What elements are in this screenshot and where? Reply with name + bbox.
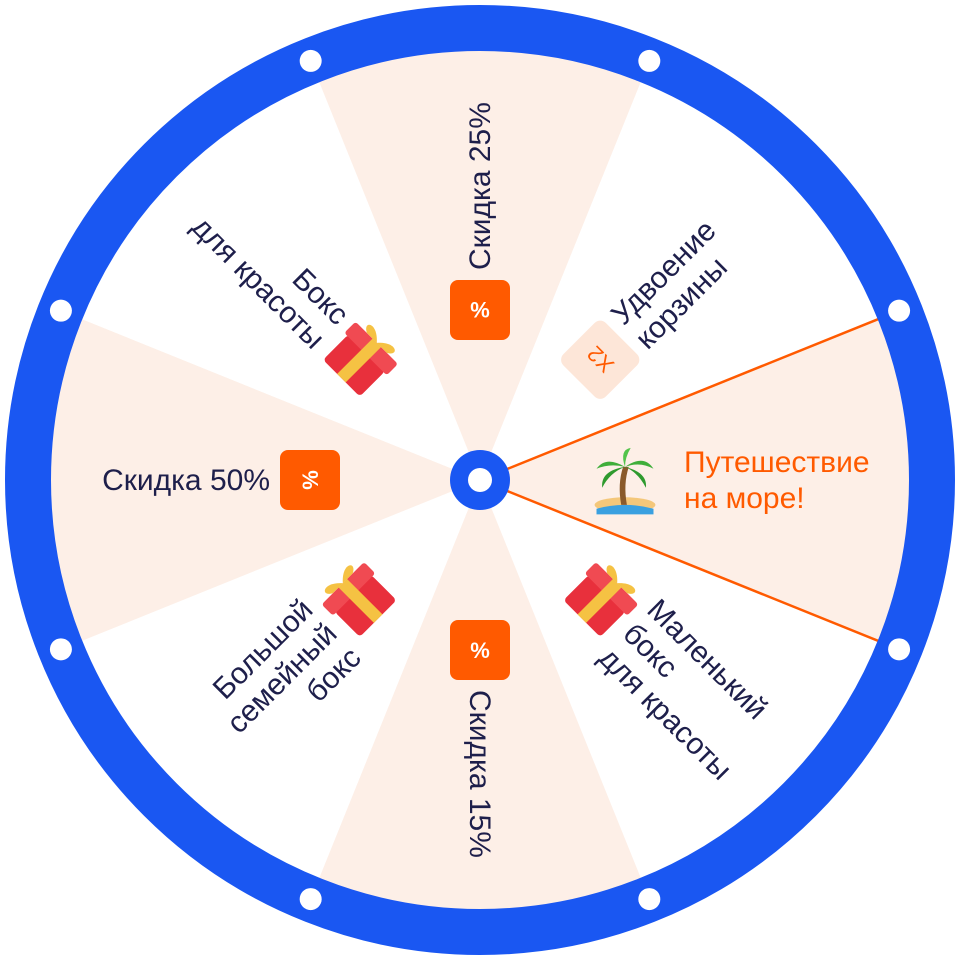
segment-travel xyxy=(480,315,920,645)
rim-peg xyxy=(49,638,72,661)
travel-divider-1 xyxy=(479,313,891,482)
x2-badge-icon: X2 xyxy=(561,320,640,399)
rim-peg xyxy=(638,49,661,72)
svg-text:%: % xyxy=(470,297,490,322)
rim-pegs xyxy=(49,49,911,911)
segment-label-line: на море! xyxy=(684,482,805,515)
rim-peg xyxy=(638,888,661,911)
segment-label-line: Скидка 50% xyxy=(102,464,270,497)
wheel-dividers xyxy=(479,313,891,647)
rim-peg xyxy=(299,49,322,72)
rim-peg xyxy=(888,299,911,322)
percent-badge-icon: % xyxy=(450,620,510,680)
segment-label-line: Скидка 25% xyxy=(464,102,497,270)
rim-peg xyxy=(299,888,322,911)
segment-discount-50 xyxy=(40,315,481,645)
svg-text:%: % xyxy=(470,638,490,663)
segment-label-line: Путешествие xyxy=(684,446,870,479)
rim-peg xyxy=(888,638,911,661)
wheel-rim xyxy=(5,5,955,955)
travel-divider-2 xyxy=(479,478,891,647)
rim-peg xyxy=(49,299,72,322)
center-hub-inner xyxy=(468,468,492,492)
percent-badge-icon: % xyxy=(280,450,340,510)
segment-label: Скидка 50% xyxy=(102,464,270,497)
svg-text:%: % xyxy=(298,470,323,490)
segment-label: Скидка 15% xyxy=(463,690,496,858)
segment-discount-25 xyxy=(315,40,645,480)
segment-label: Скидка 25% xyxy=(464,102,497,270)
segment-content-discount-25: % Скидка 25% xyxy=(450,102,510,340)
segment-content-discount-15: % Скидка 15% xyxy=(450,620,510,858)
segment-discount-15 xyxy=(315,480,645,920)
percent-badge-icon: % xyxy=(450,280,510,340)
segment-content-discount-50: % Скидка 50% xyxy=(102,450,340,510)
segment-label-line: Скидка 15% xyxy=(463,690,496,858)
